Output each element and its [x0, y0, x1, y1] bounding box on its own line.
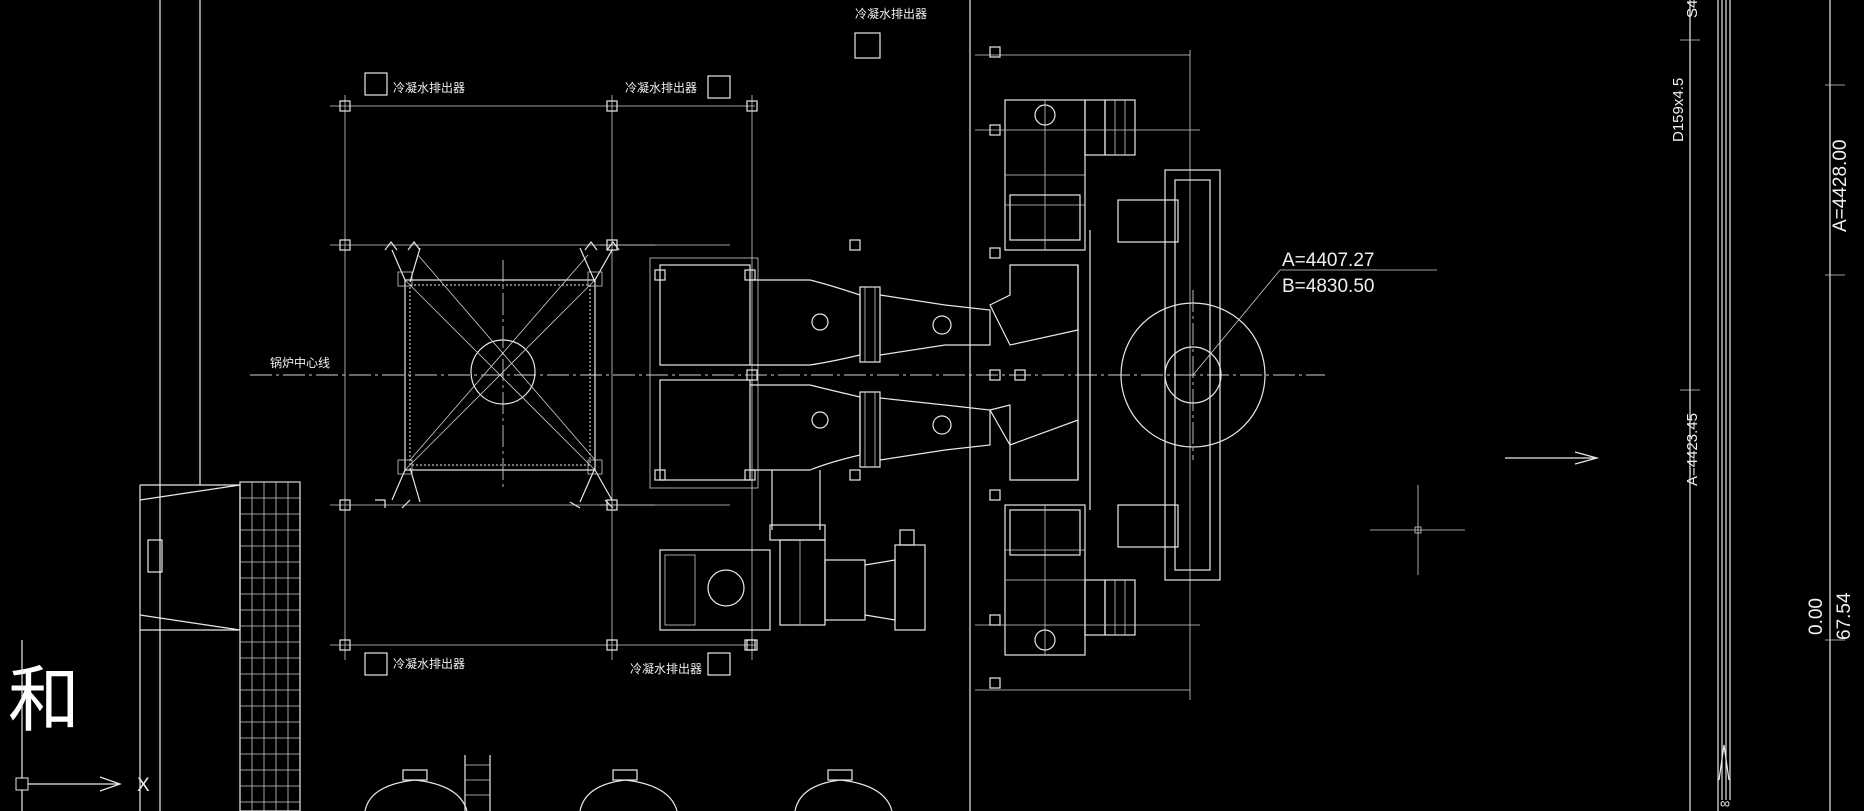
coord-a-top: A=4428.00 [1830, 140, 1851, 232]
big-character: 和 [8, 658, 80, 742]
top-right-fragment: S4 [1684, 0, 1701, 18]
condensate-drainers: 冷凝水排出器 冷凝水排出器 冷凝水排出器 冷凝水排出器 冷凝水排出器 [364, 6, 927, 676]
column-markers [989, 46, 1026, 689]
right-pipes: D159x4.5 S4 A=4428.00 A=4423.45 0.00 67.… [1670, 0, 1855, 811]
condensate-label-3: 冷凝水排出器 [855, 6, 927, 21]
fan-assembly-bottom [1004, 504, 1136, 656]
condensate-box-1 [364, 72, 388, 96]
tanks [364, 755, 893, 811]
fan-assembly-top [1004, 99, 1136, 251]
chimney: A=4407.27 B=4830.50 [1117, 169, 1437, 581]
boiler-centerline-label: 锅炉中心线 [270, 355, 330, 370]
condensate-box-5 [707, 652, 731, 676]
condensate-box-4 [364, 652, 388, 676]
boiler-unit [375, 241, 620, 509]
condensate-label-4: 冷凝水排出器 [393, 656, 465, 671]
column-lines [969, 0, 1200, 811]
flow-arrow [1505, 451, 1600, 465]
coord-b1: B=4830.50 [1282, 276, 1374, 297]
lower-fan-duct [659, 470, 926, 631]
crosshair [1370, 485, 1465, 575]
building-wall [139, 0, 241, 811]
condensate-label-2: 冷凝水排出器 [625, 80, 697, 95]
coord-a-mid: A=4423.45 [1684, 413, 1701, 486]
stair-grid [239, 481, 301, 811]
twin-ducts [649, 230, 1091, 510]
pipe-spec: D159x4.5 [1670, 78, 1687, 142]
axis-scale-mark: ∞ [1720, 795, 1730, 811]
condensate-label-1: 冷凝水排出器 [393, 80, 465, 95]
condensate-label-5: 冷凝水排出器 [630, 661, 702, 676]
ucs-axis: X [15, 640, 150, 811]
elevation-2: 67.54 [1834, 592, 1855, 640]
condensate-box-3 [854, 32, 881, 59]
coord-a1: A=4407.27 [1282, 250, 1374, 271]
axis-x-label: X [137, 775, 150, 796]
elevation-1: 0.00 [1806, 598, 1827, 635]
condensate-box-2 [707, 75, 731, 99]
